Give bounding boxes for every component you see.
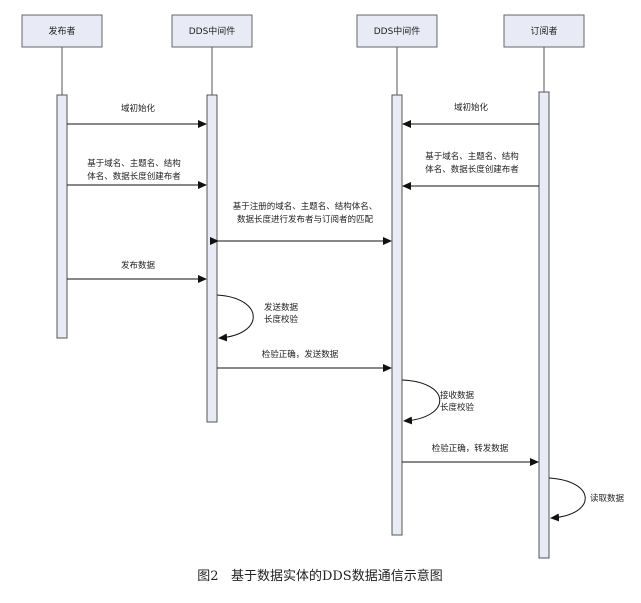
message-sub-domain-init: 域初始化 (402, 102, 539, 128)
participant-label: DDS中间件 (374, 25, 421, 37)
self-loop-read-data: 读取数据 (548, 477, 625, 522)
message-label-line: 长度校验 (264, 314, 299, 325)
message-forward-after-check: 检验正确，转发数据 (402, 443, 539, 466)
message-label-line: 基于域名、主题名、结构 (425, 151, 519, 162)
message-label: 域初始化 (454, 102, 489, 113)
activation-bar-dds-left (206, 94, 218, 423)
message-label-line: 体名、数据长度创建布者 (425, 164, 519, 175)
message-label-line: 发送数据 (264, 302, 299, 313)
message-label: 检验正确，转发数据 (432, 443, 509, 454)
message-label: 域初始化 (121, 103, 156, 114)
message-sub-create: 基于域名、主题名、结构 体名、数据长度创建布者 (402, 151, 539, 190)
message-label: 读取数据 (590, 493, 625, 504)
message-match: 基于注册的域名、主题名、结构体名、 数据长度进行发布者与订阅者的匹配 (210, 201, 392, 245)
activation-bar-subscriber (538, 91, 550, 559)
message-label-line: 长度校验 (440, 402, 475, 413)
participant-subscriber: 订阅者 (503, 14, 585, 48)
message-label: 检验正确，发送数据 (262, 349, 339, 360)
participant-dds-left: DDS中间件 (171, 14, 253, 48)
message-label-line: 基于注册的域名、主题名、结构体名、 (233, 201, 378, 212)
participant-label: DDS中间件 (189, 25, 236, 37)
message-publish-data: 发布数据 (67, 260, 207, 283)
message-label-line: 体名、数据长度创建布者 (87, 171, 181, 182)
participant-publisher: 发布者 (21, 14, 103, 48)
message-send-after-check: 检验正确，发送数据 (217, 349, 392, 372)
message-label-line: 接收数据 (440, 390, 475, 401)
participant-label: 发布者 (48, 25, 75, 37)
participant-label: 订阅者 (530, 26, 557, 37)
self-loop-recv-check: 接收数据 长度校验 (401, 379, 475, 425)
message-label-line: 数据长度进行发布者与订阅者的匹配 (237, 214, 374, 225)
figure-caption: 图2 基于数据实体的DDS数据通信示意图 (197, 568, 442, 584)
lifelines (61, 47, 545, 95)
activation-bar-dds-right (391, 94, 403, 536)
self-loop-send-check: 发送数据 长度校验 (216, 294, 299, 342)
message-label: 发布数据 (121, 260, 156, 271)
message-label-line: 基于域名、主题名、结构 (87, 158, 181, 169)
message-pub-create: 基于域名、主题名、结构 体名、数据长度创建布者 (67, 158, 207, 189)
participant-dds-right: DDS中间件 (356, 14, 438, 48)
activation-bar-publisher (56, 94, 68, 339)
message-pub-domain-init: 域初始化 (67, 103, 207, 128)
